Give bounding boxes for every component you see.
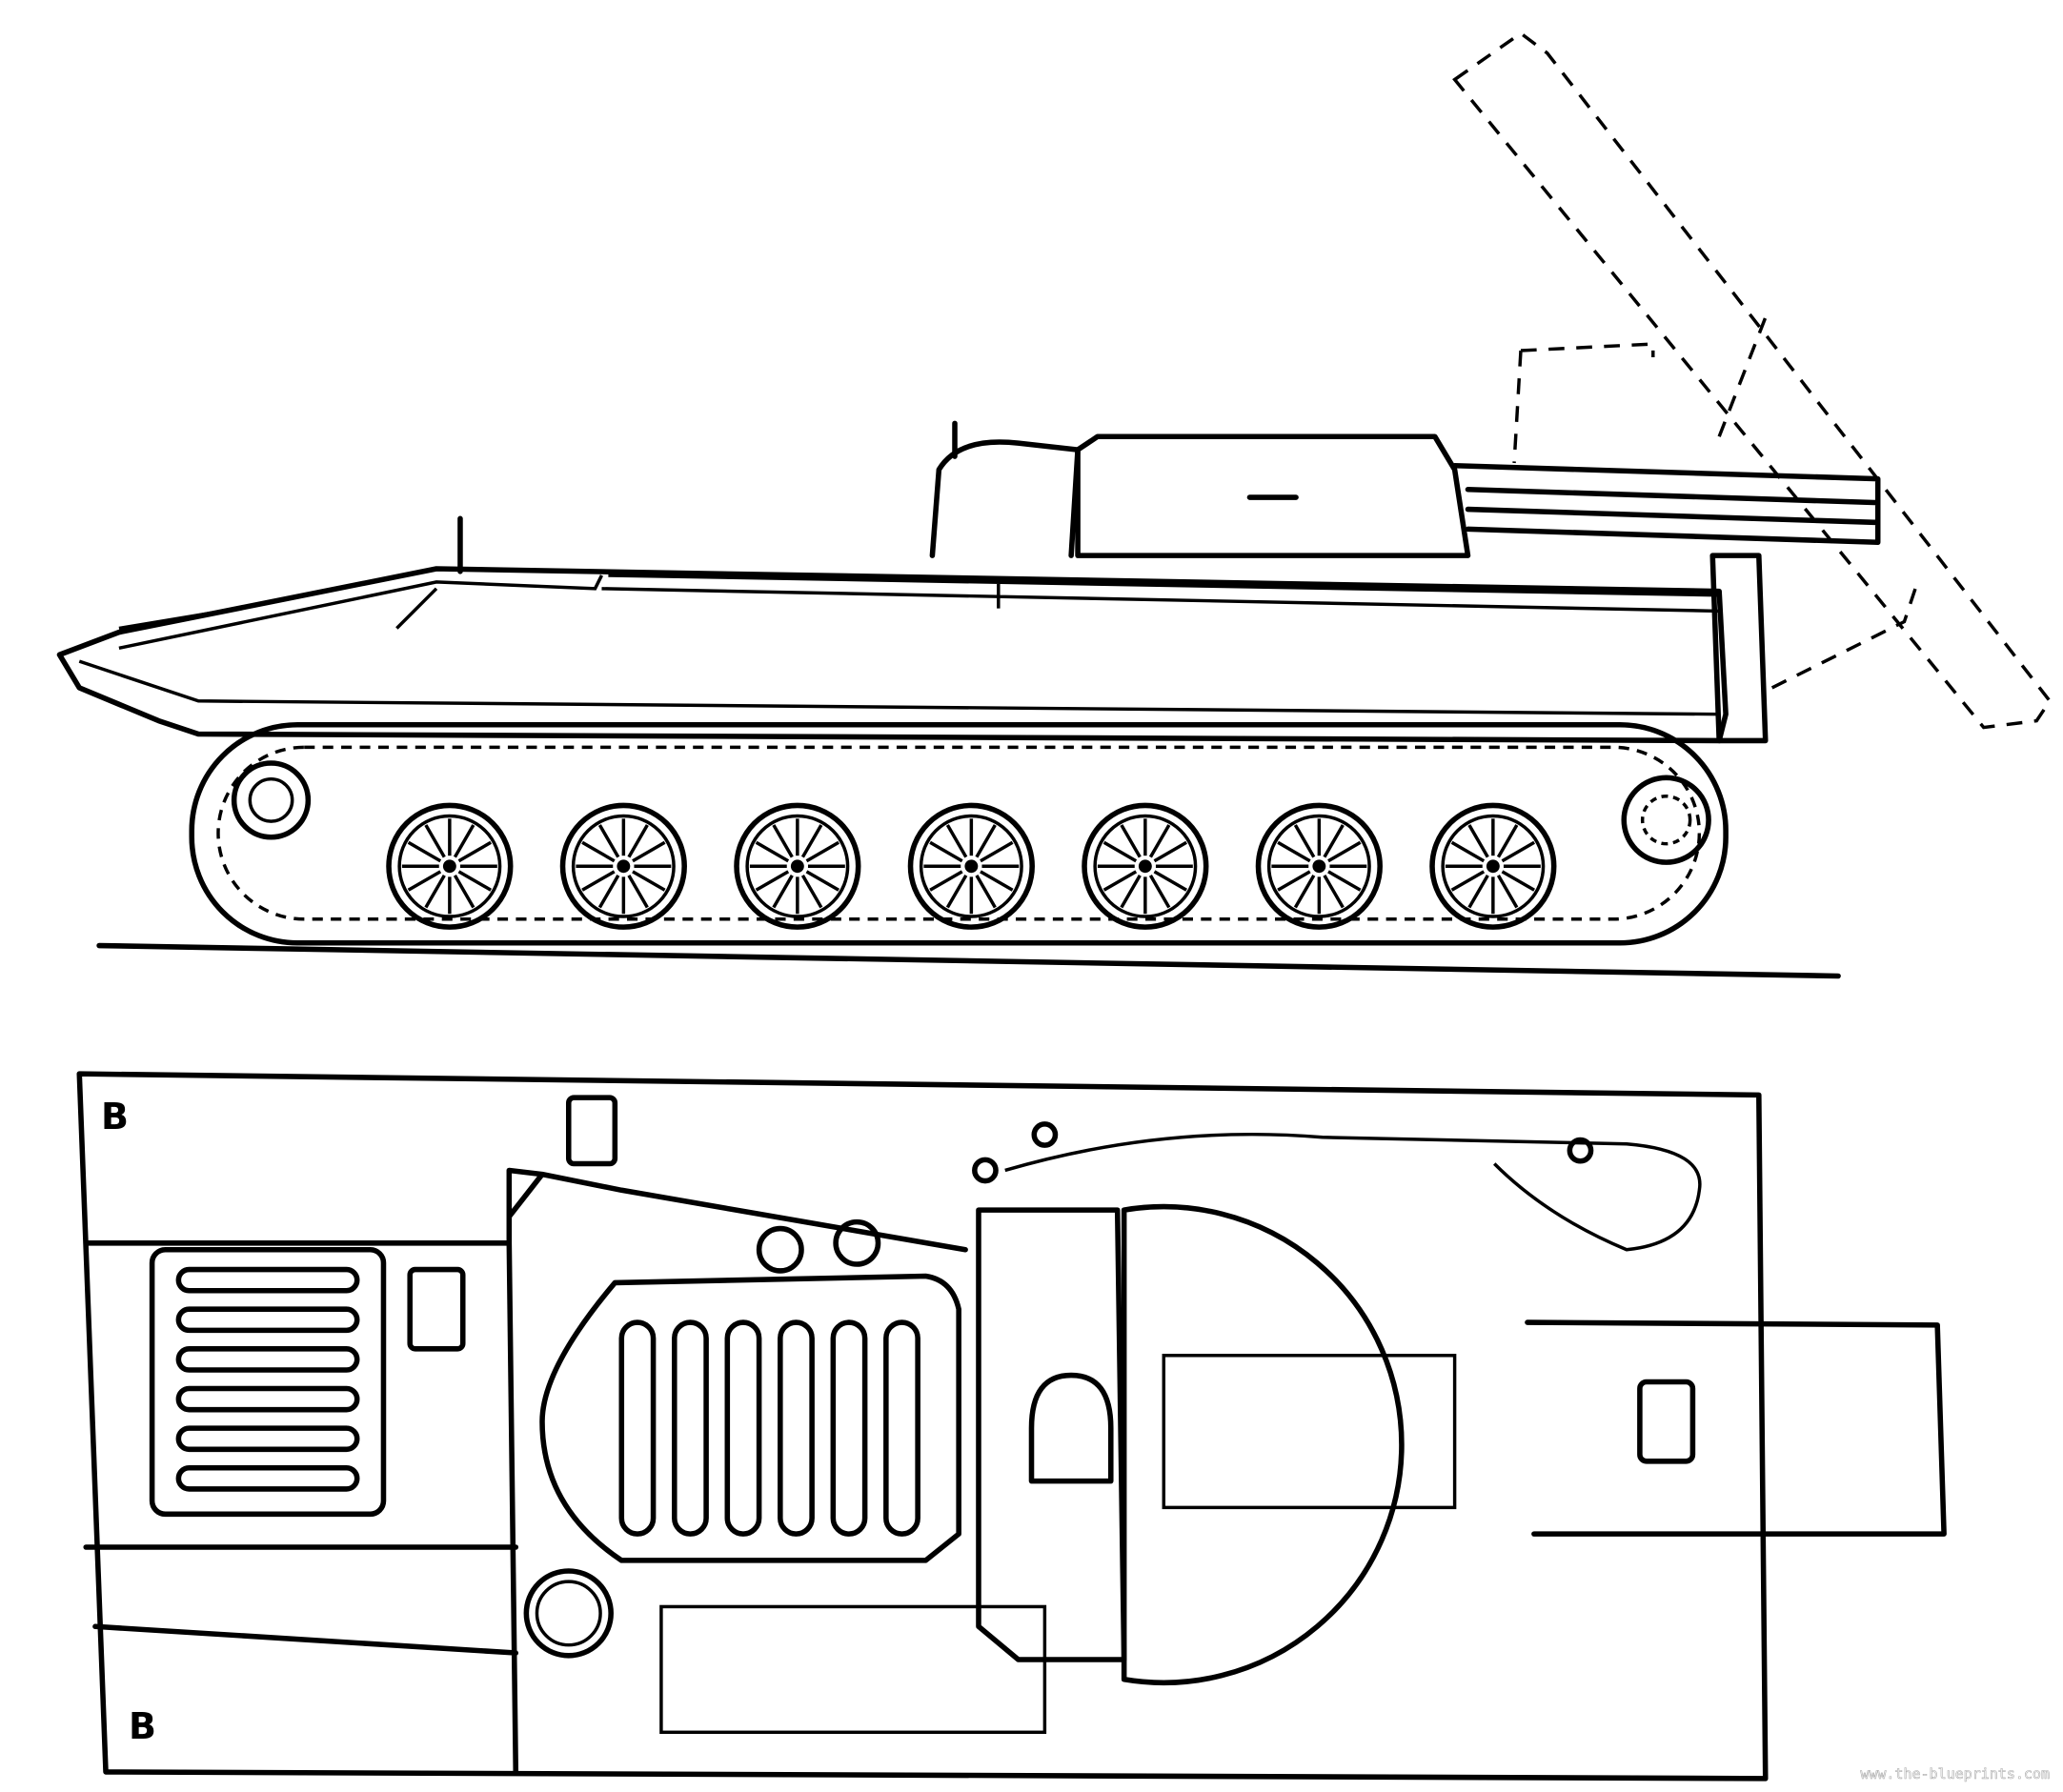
small-hatch: [565, 1095, 618, 1167]
idler-wheel: [231, 760, 312, 840]
louver: [175, 1306, 360, 1334]
launcher-raised-dashed: [1452, 30, 2053, 730]
marker-b-top: B: [101, 1096, 129, 1138]
cupola-dome: [1028, 1372, 1114, 1484]
grille-deck: [539, 1273, 961, 1563]
top-view: [76, 1071, 1947, 1782]
grille-slot: [724, 1319, 762, 1537]
grille-slots: [618, 1319, 920, 1537]
grille-slot: [672, 1319, 709, 1537]
cable-line: [1004, 1132, 1702, 1252]
cable-connector: [1567, 1137, 1594, 1164]
cable-connector: [972, 1157, 999, 1184]
hull-outline-top: [76, 1071, 1769, 1782]
cable-connector: [1031, 1121, 1059, 1148]
cupola-top: [976, 1207, 1127, 1662]
rear-launcher-box: [1525, 1319, 1947, 1537]
grille-slot: [778, 1319, 815, 1537]
ground-line: [96, 942, 1841, 979]
hull-lower-line: [78, 659, 1720, 716]
driver-hatch: [523, 1568, 614, 1659]
turret: [1075, 433, 1471, 558]
track-inner: [216, 745, 1702, 921]
periscope: [756, 1225, 804, 1274]
turret-grille: [1162, 1354, 1457, 1510]
road-wheel: [1082, 802, 1209, 930]
launcher-rail: [1451, 462, 1881, 546]
grille-slot: [883, 1319, 920, 1537]
grille-slot: [618, 1319, 657, 1537]
marker-b-bottom: B: [129, 1705, 156, 1747]
road-wheel: [1429, 802, 1557, 930]
track: [189, 722, 1729, 946]
engine-louvers: [175, 1266, 360, 1492]
engine-hatch: [149, 1246, 387, 1518]
road-wheels: [386, 802, 1557, 930]
watermark: www.the-blueprints.com: [1860, 1765, 2050, 1783]
radiator-grille: [659, 1604, 1047, 1735]
side-view: [56, 30, 2053, 979]
louver: [175, 1464, 360, 1492]
louver: [175, 1266, 360, 1294]
road-wheel: [907, 802, 1035, 930]
road-wheel: [734, 802, 861, 930]
louver: [175, 1346, 360, 1373]
road-wheel: [1255, 802, 1383, 930]
road-wheel: [559, 802, 687, 930]
commander-cupola: [929, 439, 1081, 558]
periscope: [833, 1218, 881, 1267]
hull-upper-line: [118, 574, 1720, 650]
small-hatch: [407, 1266, 466, 1352]
road-wheel: [386, 802, 514, 930]
louver: [175, 1385, 360, 1413]
turret-ring-top: [1121, 1203, 1405, 1686]
grille-slot: [830, 1319, 868, 1537]
louver: [175, 1425, 360, 1453]
sprocket-wheel: [1621, 775, 1711, 865]
hull-outline: [56, 566, 1729, 744]
deck-panel-lines: [83, 1167, 968, 1775]
launcher-hatch: [1637, 1379, 1696, 1464]
launcher-support: [1709, 553, 1769, 744]
